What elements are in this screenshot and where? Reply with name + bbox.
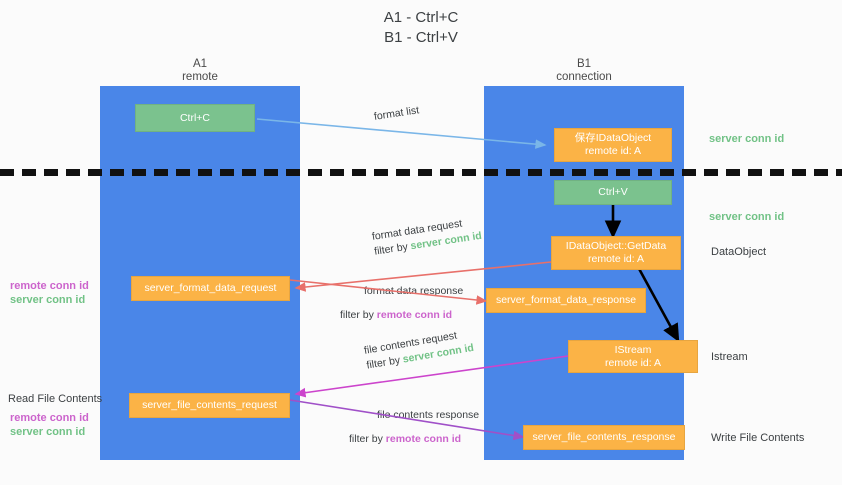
node-save-idataobject-line2: remote id: A <box>584 145 642 157</box>
title-line-2: B1 - Ctrl+V <box>384 29 458 46</box>
node-ctrl-c-label: Ctrl+C <box>179 111 211 124</box>
edge-format-data-response-filter-id: remote conn id <box>376 309 453 321</box>
node-server-file-contents-request[interactable]: server_file_contents_request <box>129 393 290 418</box>
edge-label-format-data-response: format data response filter by remote co… <box>340 284 464 323</box>
annotation-left-remote-conn-2: remote conn id <box>10 412 89 424</box>
edge-label-file-contents-request: file contents request filter by server c… <box>363 326 475 374</box>
annotation-right-server-conn-2: server conn id <box>709 211 785 223</box>
lane-a1-name: A1 <box>192 58 208 70</box>
lane-b1-sub: connection <box>556 71 612 83</box>
node-server-file-contents-response[interactable]: server_file_contents_response <box>523 425 685 450</box>
node-ctrl-v[interactable]: Ctrl+V <box>554 180 672 205</box>
node-istream-line1: IStream <box>614 343 652 356</box>
node-idataobject-getdata[interactable]: IDataObject::GetData remote id: A <box>551 236 681 270</box>
annotation-left-server-conn-1: server conn id <box>10 294 86 306</box>
edge-label-file-contents-response: file contents response filter by remote … <box>349 408 480 447</box>
node-server-format-data-request[interactable]: server_format_data_request <box>131 276 290 301</box>
phase-divider <box>0 169 842 176</box>
node-server-format-data-response-label: server_format_data_response <box>495 294 637 306</box>
lane-header-b1: B1 connection <box>484 58 684 84</box>
diagram-title: A1 - Ctrl+C B1 - Ctrl+V <box>0 8 842 48</box>
edge-label-format-list-text: format list <box>373 104 420 123</box>
edge-file-contents-response-line1: file contents response <box>377 409 480 421</box>
annotation-left-remote-conn-1: remote conn id <box>10 280 89 292</box>
edge-file-contents-response-filter: filter by remote conn id <box>349 432 479 447</box>
edge-format-data-response-line1: format data response <box>364 285 464 297</box>
node-ctrl-c[interactable]: Ctrl+C <box>135 104 255 132</box>
lane-b1-name: B1 <box>576 58 592 70</box>
annotation-right-write-file-contents: Write File Contents <box>711 432 805 444</box>
edge-file-contents-response-filter-prefix: filter by <box>349 433 386 445</box>
node-istream-line2: remote id: A <box>604 356 662 369</box>
node-save-idataobject-line1: 保存IDataObject <box>574 132 652 144</box>
lane-a1-sub: remote <box>182 71 218 83</box>
title-line-1: A1 - Ctrl+C <box>383 9 459 26</box>
annotation-right-istream: Istream <box>711 351 748 363</box>
annotation-left-read-file-contents: Read File Contents <box>8 393 103 405</box>
annotation-right-server-conn-1: server conn id <box>709 133 785 145</box>
lane-header-a1: A1 remote <box>100 58 300 84</box>
edge-format-data-response-filter-prefix: filter by <box>340 309 377 321</box>
node-idataobject-getdata-line2: remote id: A <box>587 253 645 265</box>
edge-file-contents-response-filter-id: remote conn id <box>385 433 462 445</box>
node-server-format-data-request-label: server_format_data_request <box>144 282 277 294</box>
edge-format-data-response-filter: filter by remote conn id <box>340 308 463 323</box>
edge-label-format-list: format list <box>373 103 420 125</box>
node-server-file-contents-request-label: server_file_contents_request <box>142 399 277 411</box>
annotation-right-dataobject: DataObject <box>711 246 767 258</box>
node-server-format-data-response[interactable]: server_format_data_response <box>486 288 646 313</box>
node-idataobject-getdata-line1: IDataObject::GetData <box>565 240 667 252</box>
node-save-idataobject[interactable]: 保存IDataObject remote id: A <box>554 128 672 162</box>
node-ctrl-v-label: Ctrl+V <box>598 186 628 198</box>
node-server-file-contents-response-label: server_file_contents_response <box>532 431 676 443</box>
edge-format-data-request-filter-prefix: filter by <box>373 240 412 258</box>
annotation-left-server-conn-2: server conn id <box>10 426 86 438</box>
node-istream[interactable]: IStream remote id: A <box>568 340 698 373</box>
edge-label-format-data-request: format data request filter by server con… <box>371 214 483 260</box>
